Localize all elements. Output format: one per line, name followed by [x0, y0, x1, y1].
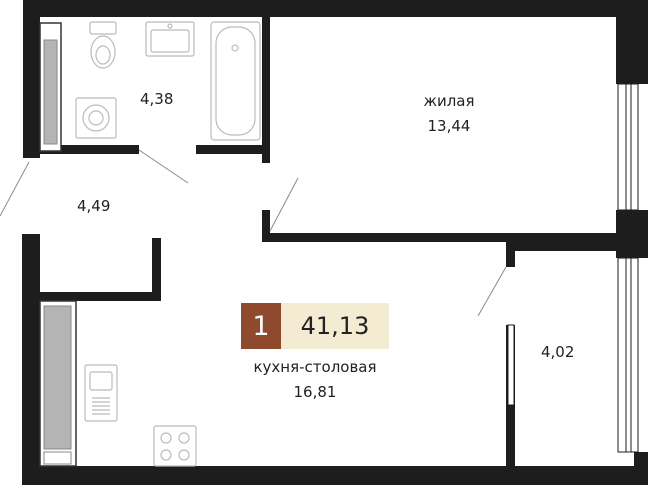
hallway-area-label: 4,49: [77, 197, 111, 215]
wall-left-lower: [22, 234, 40, 485]
wall-bathroom-right: [262, 0, 270, 163]
walls: [22, 0, 648, 485]
kitchen-sink-icon: [84, 364, 118, 422]
wall-living-stub: [262, 210, 270, 242]
sink-icon: [145, 21, 195, 57]
bathroom-door-swing: [138, 149, 189, 184]
door-swings: [0, 149, 507, 317]
rooms-count-badge: 1: [241, 303, 281, 349]
living-door-swing: [269, 177, 299, 232]
wall-bathroom-bottom-right: [196, 145, 270, 154]
washing-machine-icon: [75, 97, 117, 139]
entrance-door-swing: [0, 161, 30, 217]
balcony-window: [507, 324, 515, 406]
wall-right-bottom-pillar: [634, 452, 648, 485]
living-room-area: 13,44: [427, 117, 471, 135]
bathtub-icon: [210, 21, 261, 141]
bathroom-fixtures: [75, 21, 261, 141]
kitchen-name: кухня-столовая: [253, 358, 377, 376]
windows: [617, 83, 639, 453]
total-area-badge: 41,13: [281, 303, 389, 349]
wall-living-bottom: [262, 233, 648, 242]
balcony-area-label: 4,02: [541, 343, 575, 361]
kitchen-fixtures: [84, 364, 197, 467]
balcony-door-swing: [477, 266, 507, 317]
wall-kitchen-partition: [152, 238, 161, 301]
kitchen-area: 16,81: [293, 383, 337, 401]
window-living: [617, 83, 639, 211]
window-balcony: [617, 257, 639, 453]
toilet-icon: [89, 21, 117, 69]
wall-balcony-top: [506, 242, 616, 251]
stove-icon: [153, 425, 197, 467]
wall-right-top: [616, 0, 648, 84]
wall-top: [23, 0, 648, 17]
wall-left-upper: [23, 0, 40, 158]
bathroom-area-label: 4,38: [140, 90, 174, 108]
wall-right-top-pillar: [632, 0, 648, 10]
wall-kitchen-ledge: [40, 292, 161, 301]
living-room-name: жилая: [423, 92, 475, 110]
storage: [39, 22, 77, 467]
wall-bathroom-bottom-left: [23, 145, 139, 154]
wall-bottom: [22, 466, 648, 485]
